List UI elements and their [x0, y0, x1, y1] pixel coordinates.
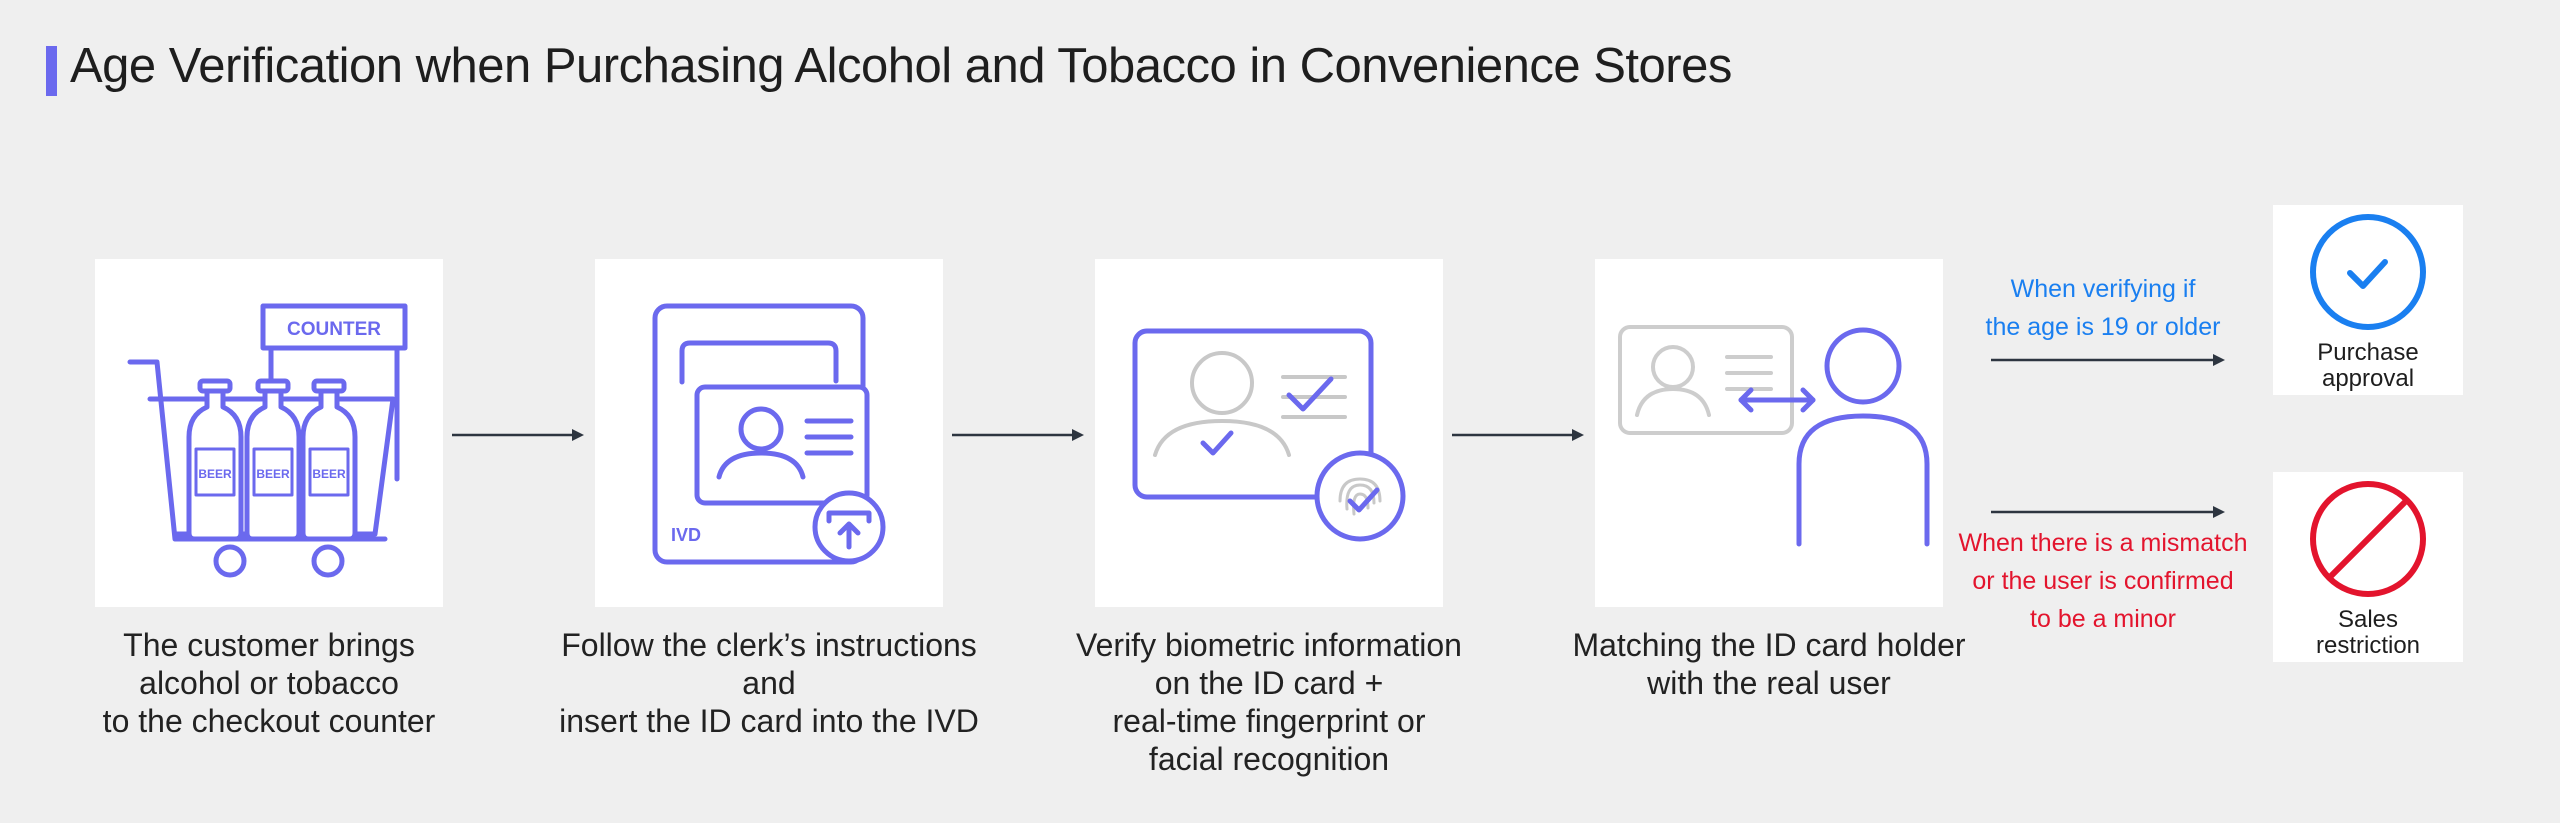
- bottle-label: BEER: [312, 467, 346, 481]
- approval-arrow: [1991, 354, 2225, 366]
- step-2-card: IVD: [595, 259, 943, 607]
- step-4-card: [1595, 259, 1943, 607]
- bottle-label: BEER: [198, 467, 232, 481]
- step-3-caption: Verify biometric information on the ID c…: [1076, 627, 1462, 777]
- step-1-caption: The customer brings alcohol or tobacco t…: [102, 627, 436, 739]
- prohibited-icon: [2310, 481, 2426, 597]
- biometric-id-card-icon: [1132, 328, 1406, 542]
- shopping-cart-icon: COUNTER BEER BEER BEER: [127, 303, 408, 578]
- sales-restriction-box: Sales restriction: [2273, 472, 2463, 662]
- flow-arrow: [1452, 429, 1584, 441]
- step-1-card: COUNTER BEER BEER BEER: [95, 259, 443, 607]
- approval-condition-text: When verifying if the age is 19 or older: [1985, 275, 2221, 341]
- restriction-arrow: [1991, 506, 2225, 518]
- purchase-approval-label: Purchase approval: [2317, 339, 2419, 392]
- ivd-label: IVD: [671, 525, 701, 545]
- step-3-card: [1095, 259, 1443, 607]
- id-card-reader-icon: IVD: [652, 303, 886, 565]
- sales-restriction-label: Sales restriction: [2315, 606, 2421, 659]
- step-4-caption: Matching the ID card holder with the rea…: [1572, 627, 1966, 701]
- flow-arrow: [952, 429, 1084, 441]
- bottle-label: BEER: [256, 467, 290, 481]
- purchase-approval-box: Purchase approval: [2273, 205, 2463, 395]
- restriction-condition-text: When there is a mismatch or the user is …: [1958, 529, 2248, 633]
- page-title: Age Verification when Purchasing Alcohol…: [70, 39, 1732, 93]
- check-circle-icon: [2310, 214, 2426, 330]
- step-2-caption: Follow the clerk’s instructions and inse…: [559, 627, 979, 739]
- title-accent-bar: [46, 46, 57, 96]
- counter-sign-label: COUNTER: [287, 319, 381, 340]
- id-holder-matching-icon: [1618, 325, 1930, 547]
- flow-arrow: [452, 429, 584, 441]
